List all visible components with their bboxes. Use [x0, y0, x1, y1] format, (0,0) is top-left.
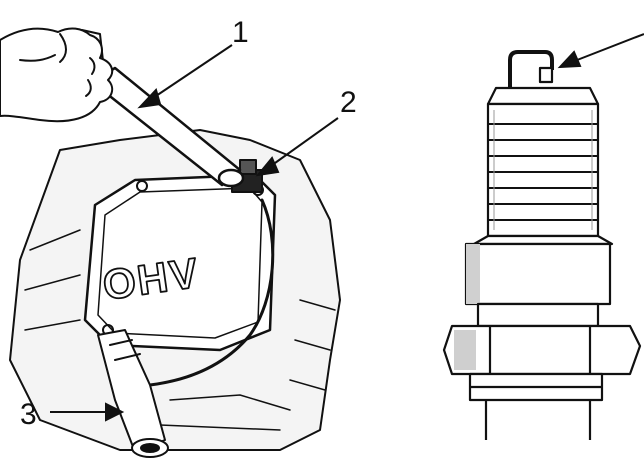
cover-bolt — [136, 180, 148, 192]
spark-plug-wire — [148, 198, 275, 387]
valve-cover — [83, 173, 277, 352]
ground-electrode — [508, 50, 554, 88]
plug-collar — [472, 234, 614, 246]
callout-arrow-2 — [267, 117, 339, 169]
spark-plug-boot — [97, 329, 169, 458]
callout-arrows-right — [557, 33, 644, 69]
callout-arrow-1 — [149, 44, 233, 101]
engine-illustration: OHV — [0, 27, 341, 458]
plug-body — [464, 242, 612, 306]
callout-label-1: 1 — [232, 16, 249, 49]
engine-fin — [289, 299, 336, 391]
spark-plug-closeup — [442, 50, 642, 440]
thread-lines — [488, 123, 598, 221]
arrowhead — [137, 88, 162, 109]
center-electrode — [538, 66, 554, 84]
arrowhead — [557, 50, 582, 69]
plug-body-shade — [466, 244, 480, 304]
hand — [0, 27, 114, 123]
plug-threads — [486, 102, 600, 238]
thread-shading — [493, 110, 593, 230]
arrowhead — [255, 156, 280, 177]
callout-label-2: 2 — [340, 86, 357, 119]
hex-shade — [454, 330, 476, 370]
callout-arrows-left — [50, 44, 339, 422]
callout-arrow-electrode — [571, 33, 644, 63]
arrowhead — [105, 402, 125, 422]
plug-shoulder — [486, 86, 600, 106]
engine-fin — [24, 229, 81, 331]
plug-waist — [476, 302, 600, 328]
shank — [484, 400, 592, 440]
engine-fin — [159, 394, 291, 431]
callout-label-3: 3 — [20, 398, 37, 431]
